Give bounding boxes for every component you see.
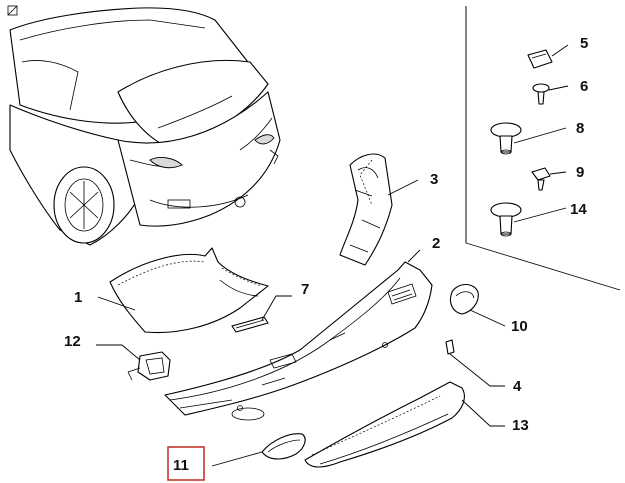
strip-part-7 — [231, 295, 292, 333]
screw-part-9 — [531, 167, 567, 191]
clip-part-4 — [445, 339, 505, 387]
label-part-10: 10 — [511, 318, 528, 335]
highlight-box-part-11 — [167, 446, 205, 481]
label-part-12: 12 — [64, 333, 81, 350]
corner-mark — [7, 5, 18, 16]
reflector-part-11 — [211, 433, 306, 467]
label-part-9: 9 — [576, 164, 584, 181]
hardware-panel — [465, 6, 621, 291]
cap-part-10 — [449, 283, 506, 327]
label-part-7: 7 — [301, 281, 309, 298]
label-part-1: 1 — [74, 289, 82, 306]
spoiler-part-13 — [304, 381, 505, 468]
label-part-3: 3 — [430, 171, 438, 188]
bracket-part-3 — [339, 153, 419, 266]
pin-part-8 — [490, 122, 567, 155]
bumper-cover-part-2 — [164, 249, 433, 421]
screw-part-6 — [532, 83, 569, 105]
bracket-part-12 — [96, 344, 171, 381]
clip-part-5 — [527, 44, 569, 69]
label-part-13: 13 — [512, 417, 529, 434]
label-part-2: 2 — [432, 235, 440, 252]
label-part-11: 11 — [173, 457, 189, 474]
label-part-4: 4 — [513, 378, 522, 395]
pin-part-14 — [490, 202, 567, 237]
liner-part-1 — [97, 247, 269, 334]
label-part-5: 5 — [580, 35, 588, 52]
label-part-8: 8 — [576, 120, 584, 137]
label-part-14: 14 — [570, 201, 587, 218]
label-part-6: 6 — [580, 78, 588, 95]
car-rear-illustration — [9, 7, 281, 246]
